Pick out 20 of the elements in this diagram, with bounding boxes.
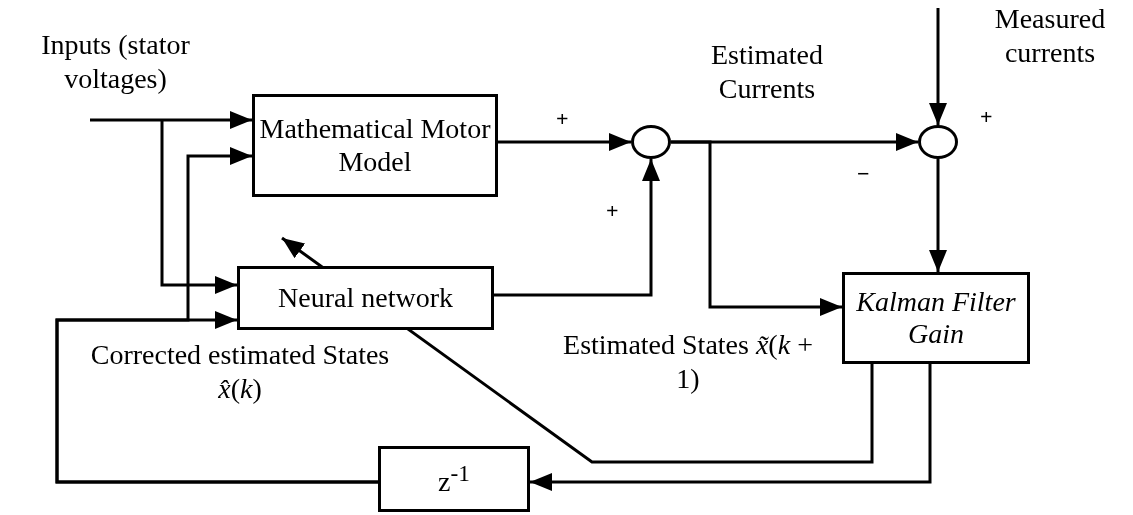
block-box: Neural network xyxy=(237,266,494,330)
arrow xyxy=(498,133,631,151)
block-box: Mathematical Motor Model xyxy=(252,94,498,197)
block-box: Kalman Filter Gain xyxy=(842,272,1030,364)
arrow xyxy=(929,159,947,272)
summing-junction xyxy=(918,125,958,159)
signal-label: Corrected estimated States x̂(k) xyxy=(89,338,391,406)
arrow xyxy=(671,140,842,316)
arrow xyxy=(160,120,237,294)
arrow xyxy=(494,159,660,297)
arrow xyxy=(929,8,947,125)
signal-label: Measured currents xyxy=(993,2,1107,70)
signal-label: Estimated Currents xyxy=(710,38,824,106)
block-box: z$^{-1}$ xyxy=(378,446,530,512)
summing-junction xyxy=(631,125,671,159)
signal-label: Estimated States x̃(k + 1) xyxy=(562,328,814,396)
arrow xyxy=(55,147,378,484)
signal-label: Inputs (stator voltages) xyxy=(40,28,191,96)
arrow xyxy=(90,111,252,129)
arrow xyxy=(530,364,932,491)
